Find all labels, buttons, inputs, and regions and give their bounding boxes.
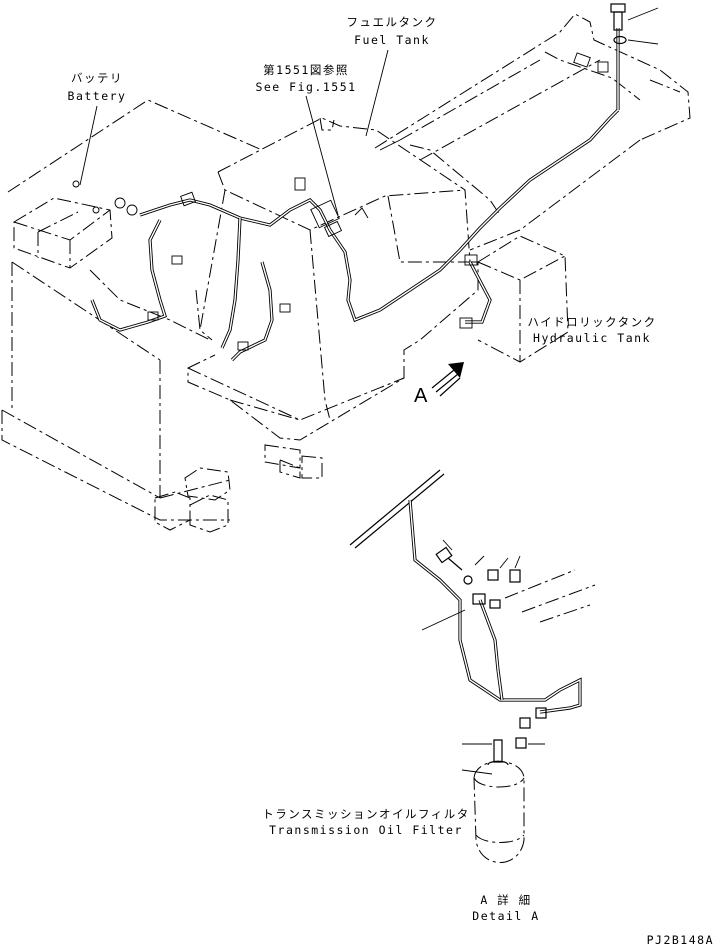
view-a-letter: A: [414, 385, 428, 407]
bolt-top: [610, 3, 659, 45]
hydraulic-tank: [477, 235, 569, 363]
see-fig-label-jp: 第1551図参照: [263, 63, 349, 77]
hydraulic-tank-label-en: Hydraulic Tank: [533, 331, 651, 345]
label-fuel-tank: フュエルタンク Fuel Tank: [347, 15, 438, 137]
detail-label-jp: A 詳 細: [480, 893, 531, 907]
detail-a-view: [349, 469, 596, 863]
fuel-tank: [187, 117, 479, 441]
trans-filter-label-en: Transmission Oil Filter: [269, 823, 463, 837]
battery-unit: [13, 180, 138, 269]
view-a-marker: A: [414, 362, 464, 407]
detail-label-en: Detail A: [472, 909, 539, 923]
trans-filter-label-jp: トランスミッションオイルフィルタ: [262, 807, 470, 821]
fuel-tank-label-en: Fuel Tank: [354, 33, 430, 47]
hydraulic-tank-label-jp: ハイドロリックタンク: [527, 315, 656, 329]
battery-label-en: Battery: [68, 89, 127, 103]
battery-compartment: [1, 99, 263, 521]
label-detail-a: A 詳 細 Detail A: [472, 893, 539, 923]
connectors: [147, 52, 609, 351]
wiring-harness: [90, 28, 620, 362]
drawing-code: PJ2B148A: [647, 933, 714, 947]
label-battery: バッテリ Battery: [68, 71, 127, 186]
battery-label-jp: バッテリ: [71, 71, 123, 85]
label-trans-filter: トランスミッションオイルフィルタ Transmission Oil Filter: [262, 807, 470, 837]
see-fig-label-en: See Fig.1551: [255, 80, 356, 94]
chassis-frame: [374, 13, 691, 251]
base-blocks: [154, 444, 323, 533]
label-see-fig: 第1551図参照 See Fig.1551: [255, 63, 356, 216]
label-hydraulic-tank: ハイドロリックタンク Hydraulic Tank: [527, 315, 656, 345]
fuel-tank-label-jp: フュエルタンク: [347, 15, 438, 29]
